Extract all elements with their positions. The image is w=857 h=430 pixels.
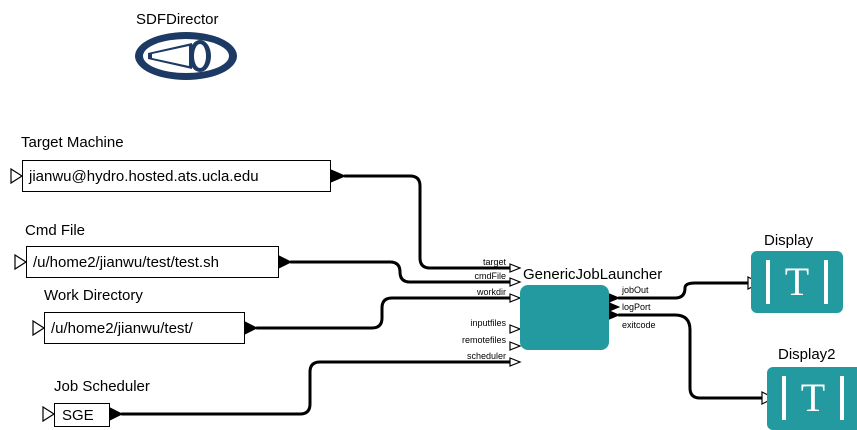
text-display-icon[interactable]: T	[767, 367, 857, 430]
wire-exitcode[interactable]	[617, 313, 764, 400]
port-label-remotefiles: remotefiles	[461, 335, 506, 345]
port-label-logport: logPort	[622, 302, 651, 312]
launcher-input-port[interactable]	[509, 263, 522, 273]
param-input-port[interactable]	[42, 405, 56, 423]
director-megaphone-icon[interactable]	[134, 31, 238, 81]
display-glyph: T	[766, 260, 828, 304]
display2-title: Display2	[778, 346, 836, 363]
display-title: Display	[764, 232, 814, 249]
param-output-port[interactable]	[109, 407, 124, 421]
launcher-input-port[interactable]	[509, 293, 522, 303]
port-label-target: target	[482, 257, 506, 267]
port-label-workdir: workdir	[476, 287, 506, 297]
wire-jobout[interactable]	[617, 281, 750, 300]
param-input-port[interactable]	[10, 167, 24, 185]
port-label-cmdfile: cmdFile	[474, 271, 506, 281]
param-label-cmd-file: Cmd File	[25, 222, 86, 239]
launcher-input-port[interactable]	[509, 357, 522, 367]
wire-target[interactable]	[343, 174, 512, 270]
param-input-port[interactable]	[32, 319, 46, 337]
port-label-jobout: jobOut	[622, 285, 649, 295]
param-value-job-scheduler[interactable]: SGE	[54, 403, 110, 427]
launcher-input-port[interactable]	[509, 324, 522, 334]
param-input-port[interactable]	[14, 253, 28, 271]
param-output-port[interactable]	[244, 321, 259, 335]
display2-glyph: T	[782, 376, 844, 420]
param-label-target-machine: Target Machine	[21, 134, 124, 151]
generic-job-launcher-actor[interactable]	[520, 285, 609, 350]
launcher-input-port[interactable]	[509, 277, 522, 287]
wire-cmdfile[interactable]	[289, 260, 512, 284]
wire-scheduler[interactable]	[120, 360, 512, 416]
text-display-icon[interactable]: T	[751, 251, 843, 313]
launcher-title: GenericJobLauncher	[523, 266, 663, 283]
param-label-work-directory: Work Directory	[44, 287, 143, 304]
wire-workdir[interactable]	[255, 296, 512, 330]
param-value-work-directory[interactable]: /u/home2/jianwu/test/	[44, 312, 245, 344]
param-label-job-scheduler: Job Scheduler	[54, 378, 150, 395]
param-value-target-machine[interactable]: jianwu@hydro.hosted.ats.ucla.edu	[22, 160, 331, 192]
param-value-cmd-file[interactable]: /u/home2/jianwu/test/test.sh	[26, 246, 279, 278]
port-label-exitcode: exitcode	[622, 320, 656, 330]
port-label-scheduler: scheduler	[466, 351, 506, 361]
param-output-port[interactable]	[278, 255, 293, 269]
launcher-input-port[interactable]	[509, 341, 522, 351]
director-title: SDFDirector	[136, 11, 219, 28]
port-label-inputfiles: inputfiles	[470, 318, 506, 328]
param-output-port[interactable]	[330, 169, 347, 183]
